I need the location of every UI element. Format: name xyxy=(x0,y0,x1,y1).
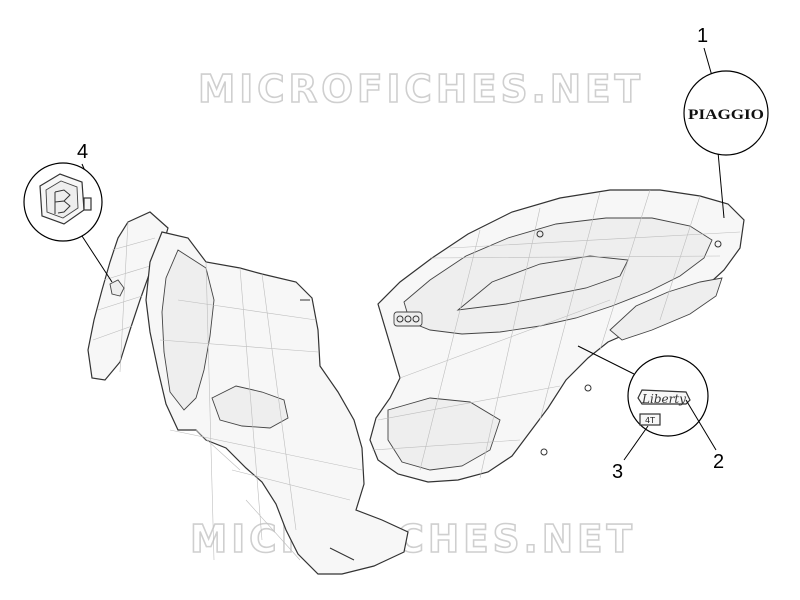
watermark-bottom: MICROFICHES.NET xyxy=(190,517,636,561)
callout-number-1: 1 xyxy=(697,25,708,47)
watermark-top: MICROFICHES.NET xyxy=(198,67,644,111)
model-decal-4t: 4T xyxy=(639,413,661,426)
callout-number-3: 3 xyxy=(612,461,623,483)
callout-number-4: 4 xyxy=(77,141,88,163)
rear-body-side-panels xyxy=(369,189,745,483)
version-decal-text: 4T xyxy=(645,416,655,425)
badge-mount-point xyxy=(109,279,125,297)
front-leg-shield xyxy=(145,231,409,575)
callout-1-brand-decal: 1 PIAGGIO xyxy=(683,25,769,219)
panel-switch-cluster xyxy=(393,311,423,327)
model-decal-text: Liberty xyxy=(641,392,686,406)
callout-4-badge: 4 xyxy=(23,141,125,297)
piaggio-shield-logo-icon xyxy=(39,173,92,225)
model-decal-liberty: Liberty xyxy=(637,389,691,406)
detail-bubble-brand xyxy=(683,70,769,156)
brand-decal-text: PIAGGIO xyxy=(688,107,764,123)
callout-number-2: 2 xyxy=(713,451,724,473)
callout-2-3-model-decals: Liberty 4T 2 3 xyxy=(577,345,724,483)
